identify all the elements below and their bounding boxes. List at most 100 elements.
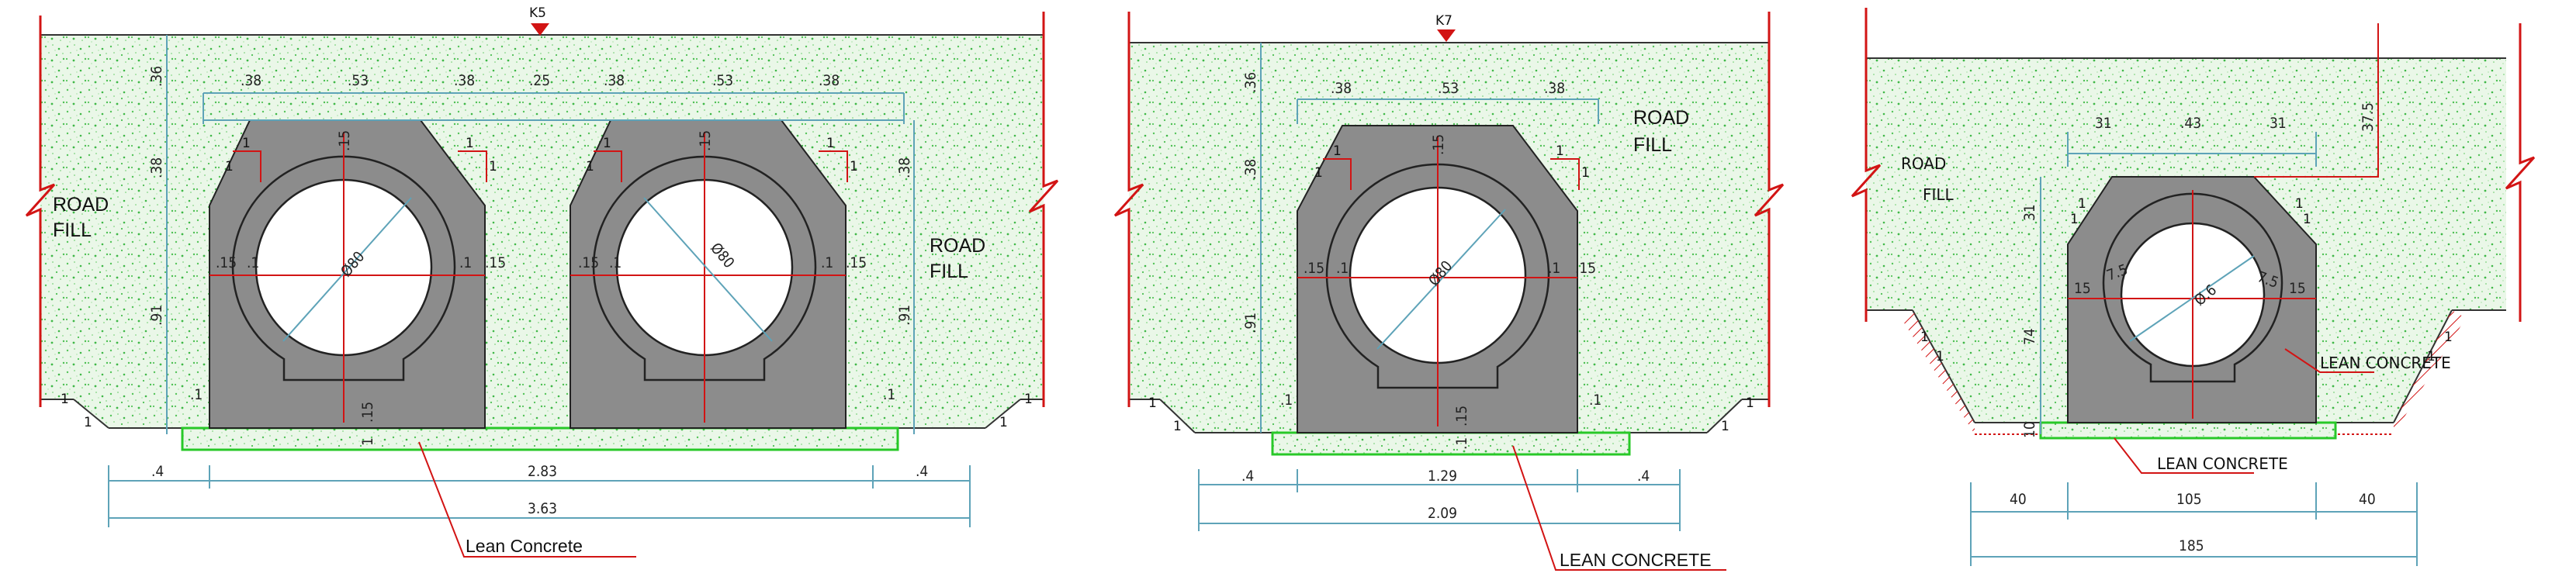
side-dim: .15 bbox=[485, 254, 506, 271]
top-dim: .38 bbox=[1544, 80, 1565, 97]
top-dim: .53 bbox=[348, 72, 369, 89]
slope-dim: 1 bbox=[1920, 330, 1929, 345]
top-dim: 31 bbox=[2095, 115, 2112, 132]
top-dim: .38 bbox=[1331, 80, 1352, 97]
break-line-right bbox=[2505, 23, 2536, 322]
top-dim: .38 bbox=[454, 72, 475, 89]
bottom-dim: 1.29 bbox=[1428, 468, 1457, 485]
bottom-dim: .4 bbox=[151, 463, 164, 480]
vert-dim: 31 bbox=[2021, 204, 2038, 221]
vert-dim: .38 bbox=[1242, 159, 1259, 180]
vert-dim: .91 bbox=[1242, 312, 1259, 333]
side-dim: .1 bbox=[1548, 260, 1560, 277]
slope-dim: 1 bbox=[1581, 165, 1590, 181]
slope-dim: 1 bbox=[2303, 212, 2311, 227]
side-dim: .1 bbox=[1336, 260, 1349, 277]
slope-dim: 1 bbox=[1721, 419, 1729, 434]
slope-dim: 1 bbox=[1148, 395, 1157, 411]
vert-dim: .91 bbox=[148, 305, 165, 326]
slope-dim: 1 bbox=[1173, 419, 1182, 434]
small-dim: .1 bbox=[1453, 437, 1470, 450]
vert-dim: 10 bbox=[2021, 421, 2038, 438]
road-fill-label: FILL bbox=[1923, 185, 1955, 204]
side-dim: .15 bbox=[578, 254, 599, 271]
top-dim: .38 bbox=[819, 72, 840, 89]
hatched-bank-left bbox=[1901, 310, 1975, 434]
vert-dim: .91 bbox=[896, 305, 913, 326]
slope-dim: 1 bbox=[2427, 349, 2436, 364]
slope-dim: 1 bbox=[489, 159, 497, 174]
level-marker-icon bbox=[531, 23, 549, 36]
side-dim: .1 bbox=[459, 254, 472, 271]
top-dim: .53 bbox=[712, 72, 733, 89]
bottom-dim: 40 bbox=[2010, 491, 2027, 508]
slope-dim: 1 bbox=[1746, 395, 1754, 411]
small-dim: .15 bbox=[1453, 406, 1470, 426]
bottom-dim: .4 bbox=[1241, 468, 1254, 485]
culvert-right bbox=[570, 119, 848, 429]
lean-concrete-label: LEAN CONCRETE bbox=[2320, 354, 2451, 372]
road-fill-label: ROAD bbox=[930, 235, 985, 257]
vert-dim: .38 bbox=[896, 157, 913, 178]
total-dim: 3.63 bbox=[528, 500, 557, 517]
top-dim: .25 bbox=[529, 72, 550, 89]
bottom-dim: .4 bbox=[1637, 468, 1650, 485]
culvert bbox=[2067, 176, 2317, 423]
road-fill-label: FILL bbox=[1633, 134, 1672, 156]
slope-dim: 1 bbox=[225, 159, 234, 174]
level-marker-icon bbox=[1437, 29, 1456, 42]
slope-dim: 1 bbox=[2078, 196, 2086, 212]
road-fill-label: ROAD bbox=[1901, 154, 1946, 173]
break-line-left bbox=[25, 16, 56, 407]
small-dim: .1 bbox=[1280, 392, 1293, 409]
bottom-dim: 105 bbox=[2176, 491, 2202, 508]
slope-dim: 1 bbox=[2295, 196, 2304, 212]
vert-dim: .36 bbox=[1242, 72, 1259, 93]
slope-dim: 1 bbox=[586, 159, 594, 174]
slope-dim: 1 bbox=[466, 136, 474, 151]
dimension-lines bbox=[108, 35, 971, 527]
culvert-left bbox=[209, 119, 487, 429]
slope-dim: 1 bbox=[2070, 212, 2079, 227]
vert-dim: .36 bbox=[148, 66, 165, 87]
side-dim: .1 bbox=[247, 254, 259, 271]
marker-label: K7 bbox=[1435, 13, 1452, 29]
hatched-bank-right bbox=[2394, 310, 2466, 434]
side-dim: 15 bbox=[2289, 280, 2306, 297]
small-dim: .1 bbox=[190, 386, 203, 403]
lean-concrete-label: Lean Concrete bbox=[466, 536, 583, 556]
slope-dim: 1 bbox=[1314, 165, 1323, 181]
slope-dim: 1 bbox=[84, 415, 92, 430]
small-dim: .15 bbox=[359, 402, 376, 423]
lean-concrete-label: LEAN CONCRETE bbox=[2157, 454, 2288, 473]
top-dim: .38 bbox=[604, 72, 625, 89]
bottom-dim: 40 bbox=[2359, 491, 2376, 508]
marker-label: K5 bbox=[529, 5, 546, 21]
break-line-left bbox=[1851, 8, 1882, 322]
dimension-lines bbox=[1198, 43, 1681, 531]
small-dim: .1 bbox=[1589, 392, 1601, 409]
slope-dim: 1 bbox=[1024, 392, 1033, 407]
top-dim: .53 bbox=[1438, 80, 1459, 97]
wall-dim: .15 bbox=[697, 130, 714, 151]
wall-dim: .15 bbox=[336, 130, 353, 151]
bottom-dim: 2.83 bbox=[528, 463, 557, 480]
side-dim: 15 bbox=[2074, 280, 2091, 297]
side-dim: .1 bbox=[609, 254, 621, 271]
slope-dim: 1 bbox=[826, 136, 835, 151]
small-dim: 1 bbox=[359, 437, 376, 446]
top-dim: .38 bbox=[241, 72, 261, 89]
slope-dim: 1 bbox=[1333, 143, 1342, 159]
slope-dim: 1 bbox=[2444, 330, 2453, 345]
break-line-right bbox=[1028, 12, 1059, 407]
wall-dim: .15 bbox=[1430, 134, 1447, 155]
top-dim: 31 bbox=[2270, 115, 2287, 132]
section-k7: K7 .38 .53 .38 .36 bbox=[1113, 12, 1785, 571]
road-fill-area bbox=[40, 35, 1044, 428]
slope-dim: 1 bbox=[1936, 349, 1944, 364]
dimension-lines bbox=[1970, 132, 2418, 566]
break-line-left bbox=[1113, 12, 1144, 407]
side-dim: .1 bbox=[821, 254, 833, 271]
total-dim: 2.09 bbox=[1428, 505, 1457, 522]
